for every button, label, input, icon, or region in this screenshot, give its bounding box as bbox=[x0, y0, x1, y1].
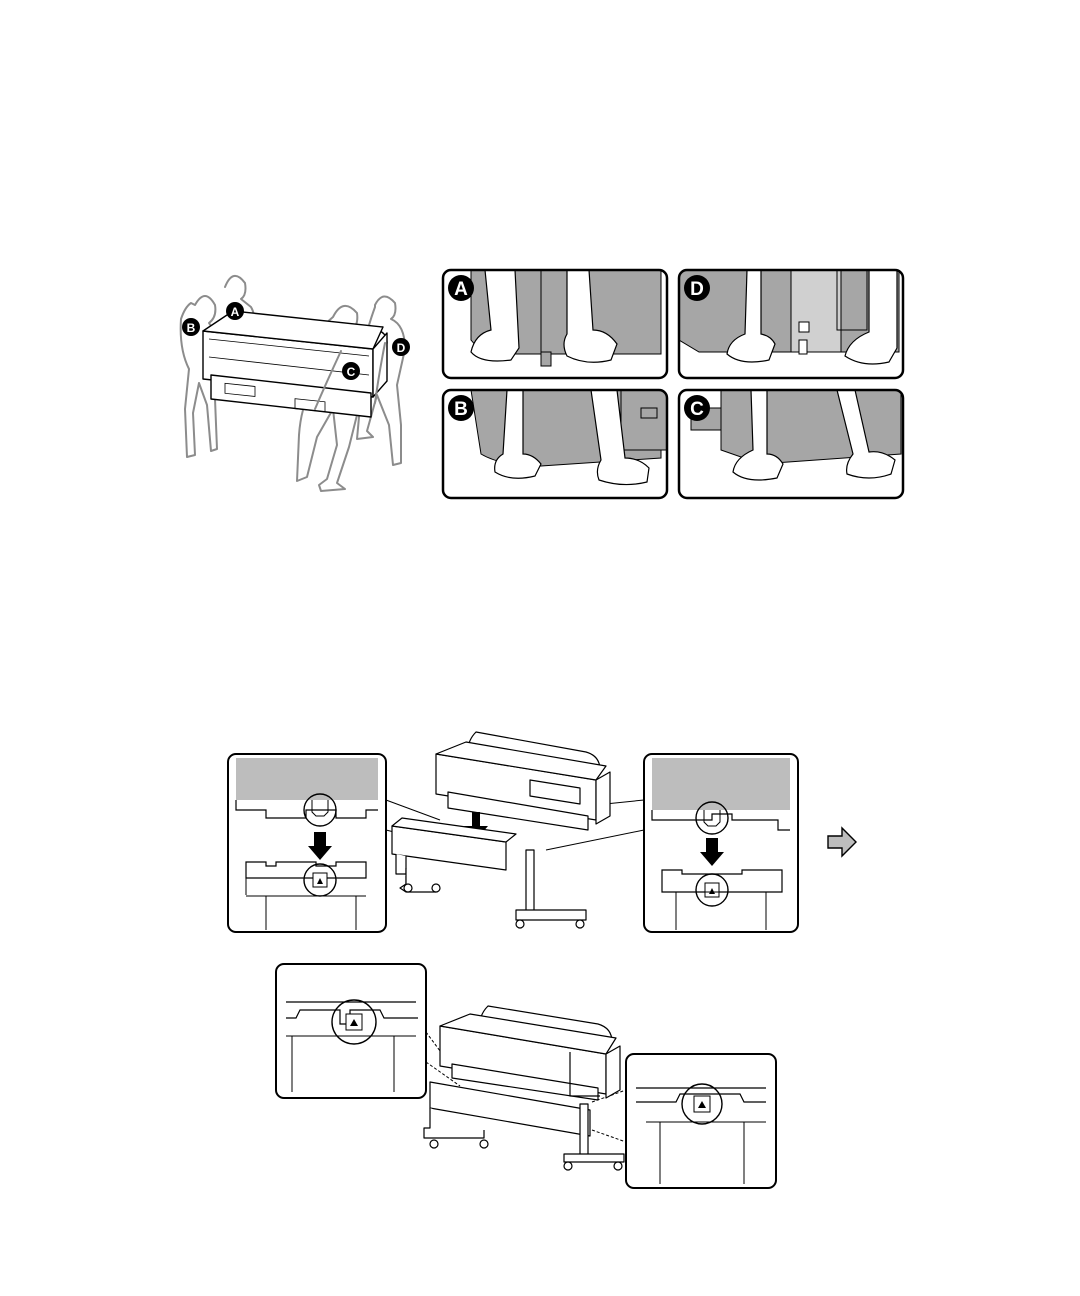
person-label-d: D bbox=[392, 338, 410, 356]
left-alignment-inset bbox=[228, 754, 386, 932]
carry-illustration: A B C D bbox=[165, 265, 415, 495]
svg-text:C: C bbox=[690, 399, 704, 420]
stand-seated-figure bbox=[274, 962, 778, 1190]
svg-text:A: A bbox=[454, 279, 468, 300]
carry-figure: A B C D bbox=[165, 265, 415, 495]
svg-text:A: A bbox=[231, 305, 240, 319]
person-label-b: B bbox=[182, 318, 200, 336]
seated-left-inset bbox=[276, 964, 426, 1098]
grip-panel-c: C bbox=[679, 390, 903, 498]
grip-detail-panels: A D bbox=[441, 268, 906, 502]
stand-seated-illustration bbox=[274, 962, 778, 1190]
svg-text:B: B bbox=[454, 399, 468, 420]
svg-text:D: D bbox=[397, 341, 406, 355]
svg-text:B: B bbox=[187, 321, 196, 335]
right-alignment-inset bbox=[644, 754, 798, 932]
person-label-c: C bbox=[342, 362, 360, 380]
seated-right-inset bbox=[626, 1054, 776, 1188]
svg-text:D: D bbox=[690, 279, 704, 300]
grip-panel-d: D bbox=[679, 270, 903, 378]
printer-stand bbox=[392, 818, 586, 928]
grip-detail-grid: A D bbox=[441, 268, 906, 502]
stand-mount-illustration bbox=[226, 720, 866, 936]
printer-on-stand bbox=[424, 1006, 624, 1170]
person-label-a: A bbox=[226, 302, 244, 320]
grip-panel-b: B bbox=[443, 390, 667, 498]
svg-text:C: C bbox=[347, 365, 356, 379]
grip-panel-a: A bbox=[443, 270, 667, 378]
stand-mount-figure bbox=[226, 720, 866, 936]
right-arrow-icon bbox=[828, 828, 856, 856]
printer-above-stand bbox=[436, 732, 610, 830]
